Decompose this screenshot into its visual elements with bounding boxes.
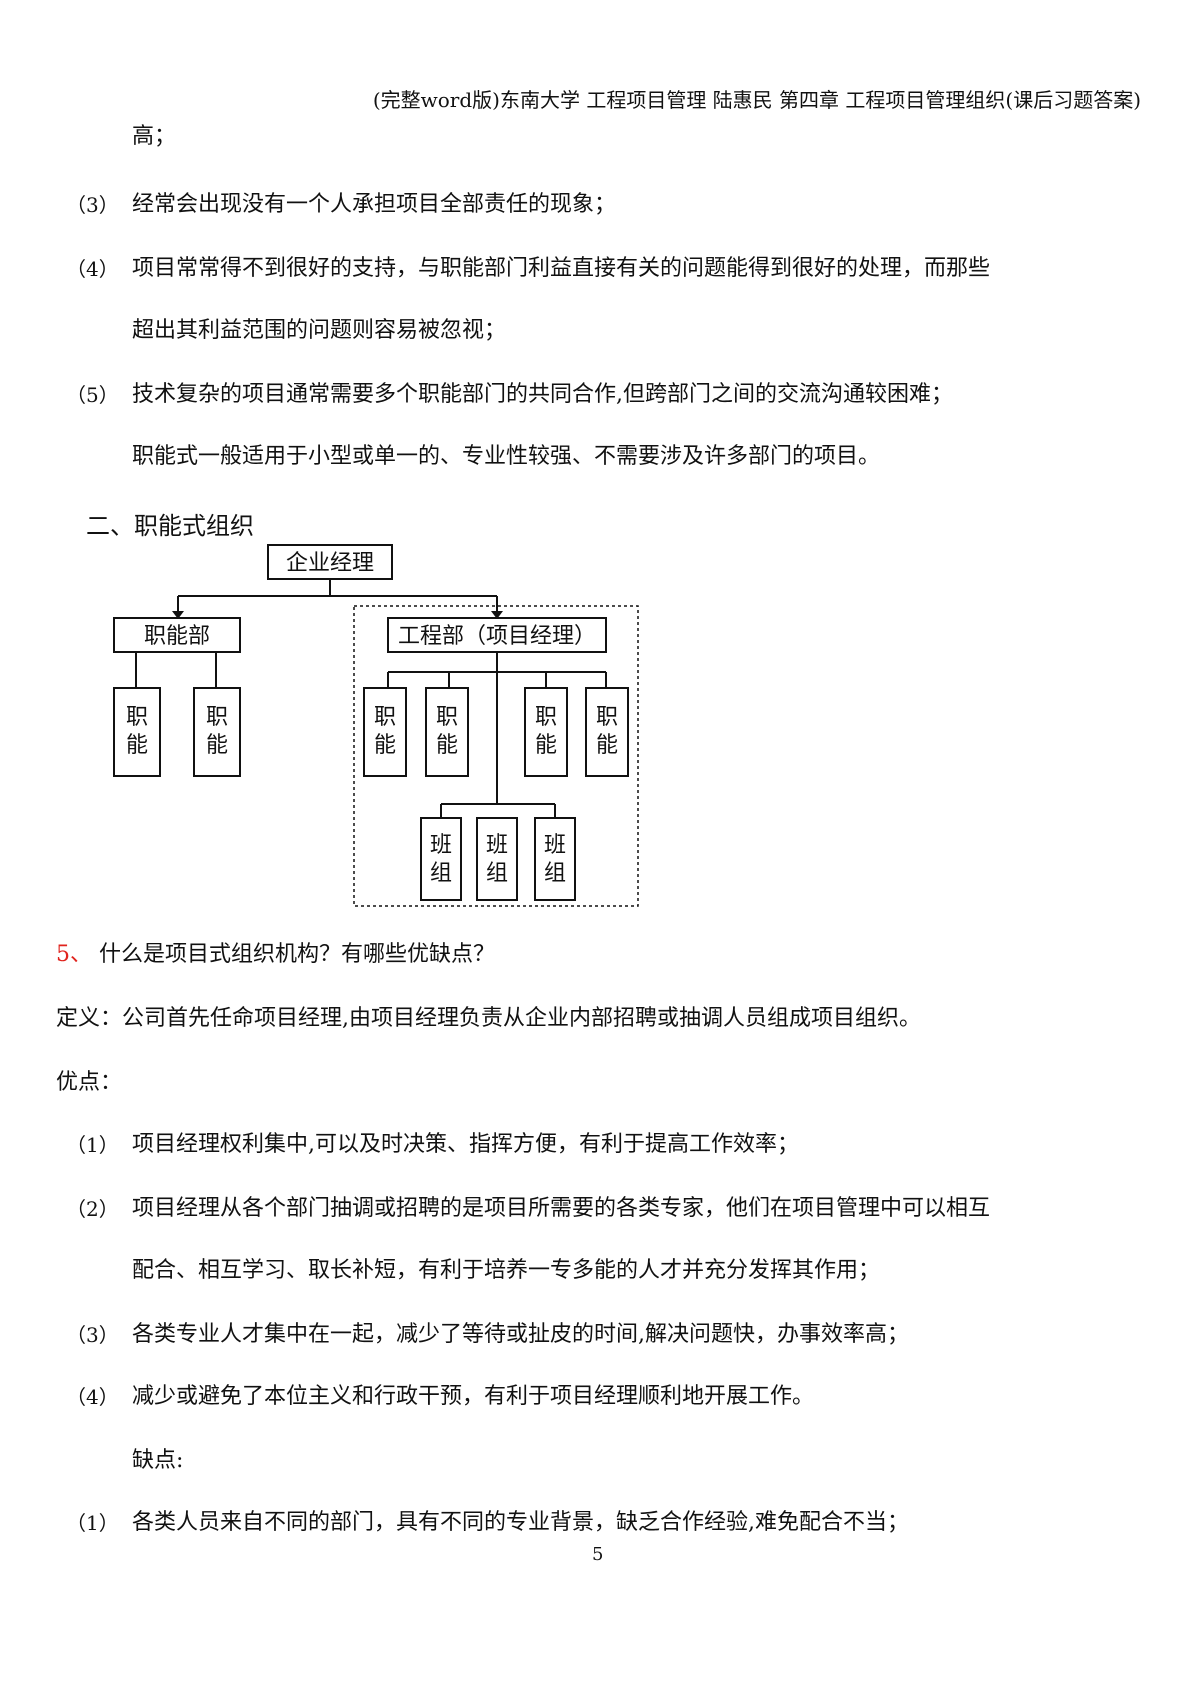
engineering-dept-label: 工程部（项目经理） — [398, 624, 596, 649]
advantage-number-1: （1） — [66, 1133, 119, 1157]
advantages-label: 优点： — [56, 1070, 123, 1095]
engineering-role-box-3 — [524, 687, 568, 777]
advantage-number-3: （3） — [66, 1323, 119, 1347]
disadvantage-text-1: 各类人员来自不同的部门，具有不同的专业背景，缺乏合作经验,难免配合不当； — [132, 1510, 909, 1535]
question-5: 5、 什么是项目式组织机构？有哪些优缺点？ — [56, 940, 495, 970]
page-number: 5 — [592, 1544, 604, 1565]
functional-role-2-line1: 职 — [206, 705, 228, 730]
disadvantage-number-1: （1） — [66, 1511, 119, 1535]
question-title: 什么是项目式组织机构？有哪些优缺点？ — [99, 942, 496, 967]
item-number-3: （3） — [66, 193, 119, 217]
advantage-text-2-line1: 项目经理从各个部门抽调或招聘的是项目所需要的各类专家，他们在项目管理中可以相互 — [132, 1196, 991, 1221]
team-2-line2: 组 — [486, 861, 508, 886]
item-text-3: 经常会出现没有一个人承担项目全部责任的现象； — [132, 192, 617, 217]
team-box-3 — [534, 817, 576, 901]
engineering-role-3-line1: 职 — [535, 705, 557, 730]
team-2-line1: 班 — [486, 833, 508, 858]
item-text-5: 技术复杂的项目通常需要多个职能部门的共同合作,但跨部门之间的交流沟通较困难； — [132, 382, 953, 407]
item-text-4-line2: 超出其利益范围的问题则容易被忽视； — [132, 318, 507, 343]
functional-dept-box — [113, 617, 241, 653]
advantage-text-4: 减少或避免了本位主义和行政干预，有利于项目经理顺利地开展工作。 — [132, 1384, 815, 1409]
team-3-line2: 组 — [544, 861, 566, 886]
root-label: 企业经理 — [286, 551, 374, 576]
team-box-2 — [476, 817, 518, 901]
item-text-4-line1: 项目常常得不到很好的支持，与职能部门利益直接有关的问题能得到很好的处理，而那些 — [132, 256, 991, 281]
summary-text: 职能式一般适用于小型或单一的、专业性较强、不需要涉及许多部门的项目。 — [132, 444, 881, 469]
org-chart: 企业经理 职能部 工程部（项目经理） 职 能 职 能 职 能 职 能 职 能 职… — [113, 544, 639, 907]
engineering-role-1-line1: 职 — [374, 705, 396, 730]
team-1-line2: 组 — [430, 861, 452, 886]
engineering-role-box-1 — [363, 687, 407, 777]
engineering-role-box-4 — [585, 687, 629, 777]
functional-role-2-line2: 能 — [206, 733, 228, 758]
advantage-text-1: 项目经理权利集中,可以及时决策、指挥方便，有利于提高工作效率； — [132, 1132, 799, 1157]
team-1-line1: 班 — [430, 833, 452, 858]
functional-role-1-line1: 职 — [126, 705, 148, 730]
root-box — [267, 544, 393, 580]
item-number-4: （4） — [66, 257, 119, 281]
engineering-role-2-line2: 能 — [436, 733, 458, 758]
engineering-role-1-line2: 能 — [374, 733, 396, 758]
document-header: (完整word版)东南大学 工程项目管理 陆惠民 第四章 工程项目管理组织(课后… — [372, 88, 1141, 112]
paragraph-continuation: 高； — [132, 124, 177, 149]
definition-text: 定义：公司首先任命项目经理,由项目经理负责从企业内部招聘或抽调人员组成项目组织。 — [56, 1006, 921, 1031]
functional-role-box-2 — [193, 687, 241, 777]
section-heading: 二、职能式组织 — [86, 512, 254, 540]
functional-role-box-1 — [113, 687, 161, 777]
engineering-role-2-line1: 职 — [436, 705, 458, 730]
advantage-text-3: 各类专业人才集中在一起，减少了等待或扯皮的时间,解决问题快，办事效率高； — [132, 1322, 909, 1347]
functional-role-1-line2: 能 — [126, 733, 148, 758]
advantage-text-2-line2: 配合、相互学习、取长补短，有利于培养一专多能的人才并充分发挥其作用； — [132, 1258, 881, 1283]
team-box-1 — [420, 817, 462, 901]
item-number-5: （5） — [66, 383, 119, 407]
team-3-line1: 班 — [544, 833, 566, 858]
disadvantages-label: 缺点: — [132, 1448, 184, 1473]
advantage-number-2: （2） — [66, 1197, 119, 1221]
engineering-role-box-2 — [425, 687, 469, 777]
question-number: 5、 — [56, 942, 92, 967]
engineering-role-3-line2: 能 — [535, 733, 557, 758]
advantage-number-4: （4） — [66, 1385, 119, 1409]
engineering-role-4-line1: 职 — [596, 705, 618, 730]
engineering-role-4-line2: 能 — [596, 733, 618, 758]
functional-dept-label: 职能部 — [144, 624, 210, 649]
project-frame — [353, 605, 639, 907]
